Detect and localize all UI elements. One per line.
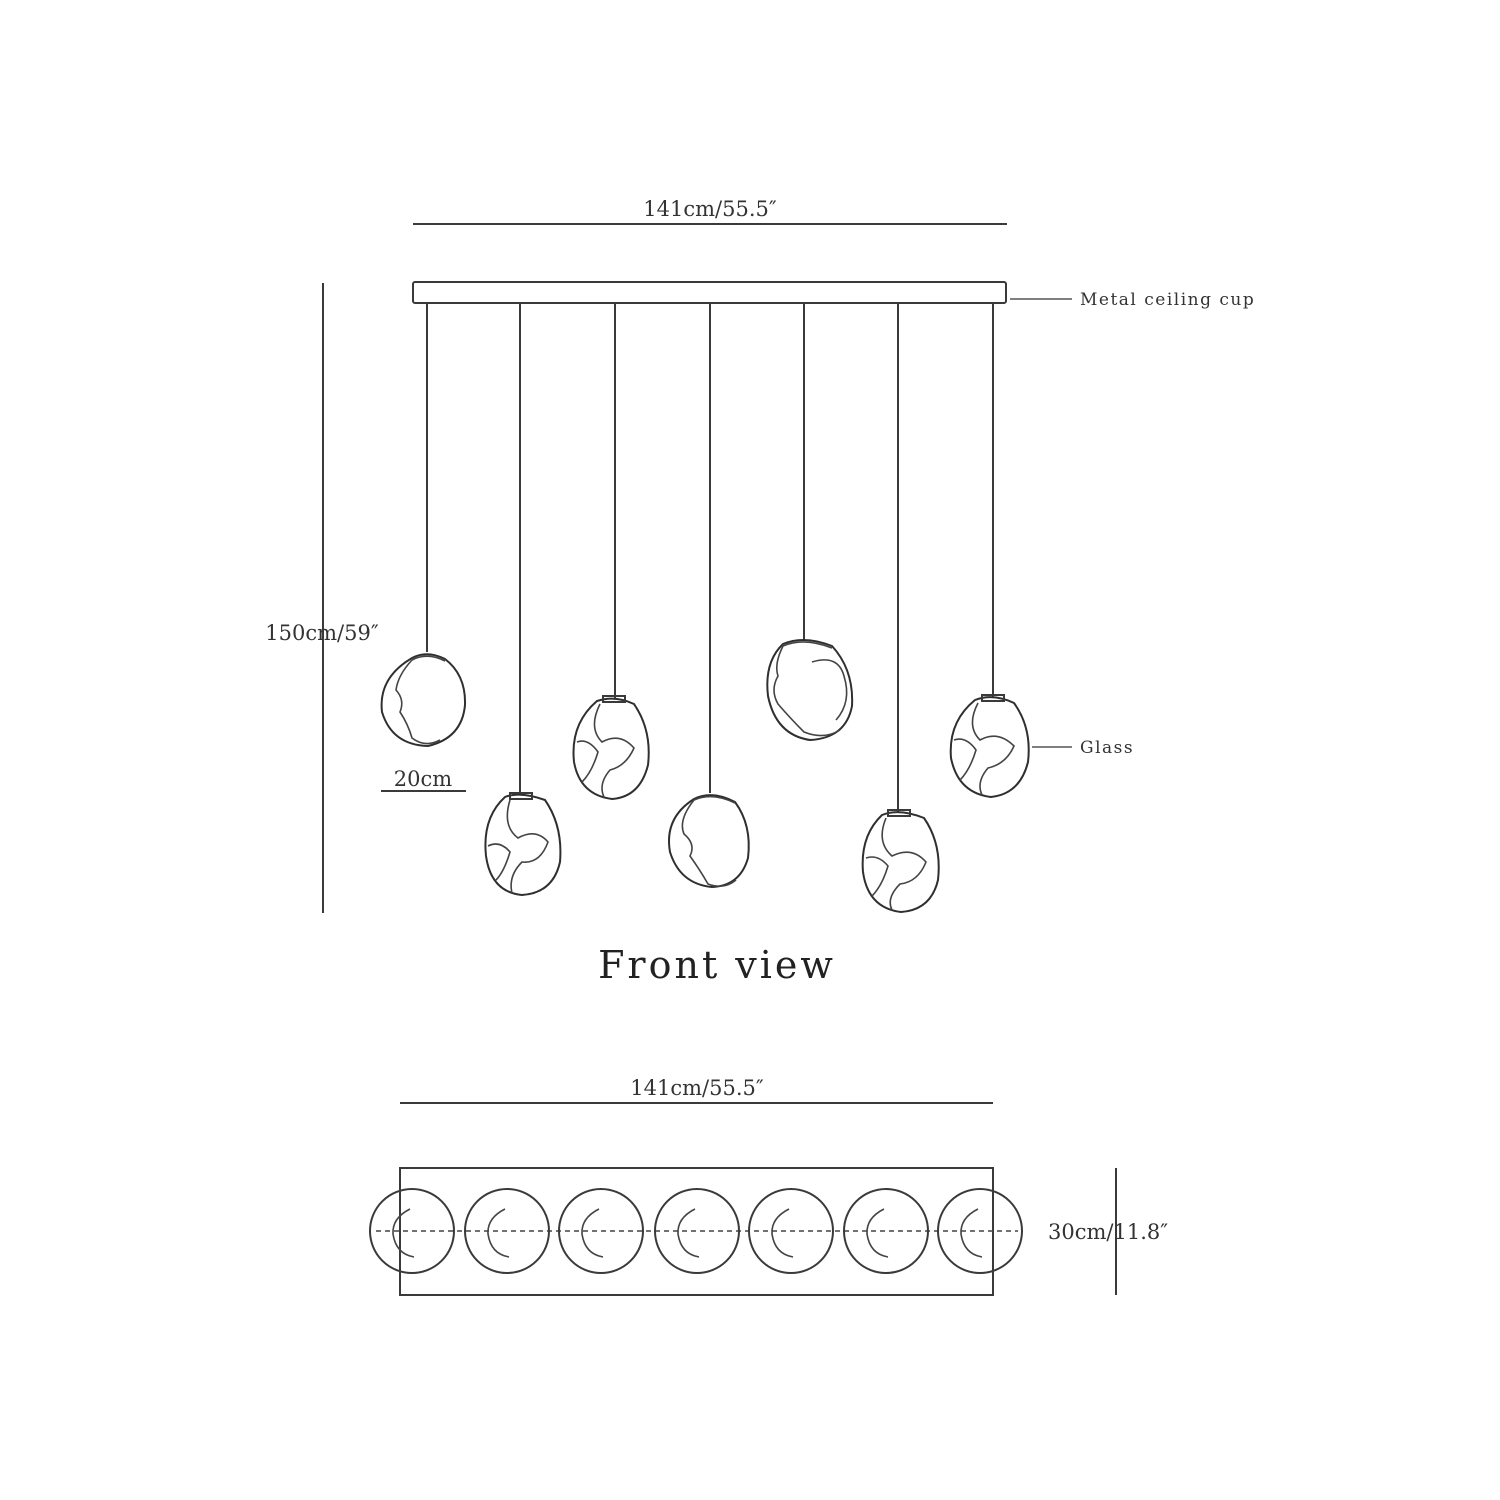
globe-6-cap — [887, 809, 911, 817]
globe-2-cap — [509, 792, 533, 800]
glass-globes — [380, 639, 1030, 914]
globe-3-cap — [602, 695, 626, 703]
glass-note: Glass — [1080, 738, 1134, 758]
glass-globe-5 — [766, 639, 854, 742]
glass-globe-1 — [380, 653, 467, 748]
glass-globe-7 — [949, 694, 1030, 799]
top-globe-4 — [654, 1188, 740, 1274]
ceiling-cup-note: Metal ceiling cup — [1080, 290, 1255, 310]
top-globe-7 — [937, 1188, 1023, 1274]
top-globe-2 — [464, 1188, 550, 1274]
top-view-globes — [369, 1188, 1023, 1274]
metal-ceiling-cup — [412, 281, 1007, 304]
depth-label: 30cm/11.8″ — [1048, 1220, 1168, 1244]
front-width-label: 141cm/55.5″ — [643, 197, 777, 221]
top-view-canopy-outline — [399, 1167, 994, 1296]
top-globe-6 — [843, 1188, 929, 1274]
front-view-title: Front view — [598, 943, 836, 987]
top-view: 141cm/55.5″ — [369, 1076, 1168, 1296]
top-globe-1 — [369, 1188, 455, 1274]
globe-7-cap — [981, 694, 1005, 702]
glass-globe-2 — [484, 792, 562, 897]
globe-diameter-label: 20cm — [394, 767, 452, 791]
height-label: 150cm/59″ — [265, 621, 379, 645]
pendant-cords — [426, 303, 994, 813]
glass-globe-6 — [861, 809, 940, 914]
top-width-label: 141cm/55.5″ — [630, 1076, 764, 1100]
front-view: 141cm/55.5″ 150cm/59″ Metal ceiling cup — [265, 197, 1255, 987]
top-globe-3 — [558, 1188, 644, 1274]
glass-globe-3 — [572, 695, 650, 801]
top-globe-5 — [748, 1188, 834, 1274]
glass-globe-4 — [668, 794, 750, 889]
